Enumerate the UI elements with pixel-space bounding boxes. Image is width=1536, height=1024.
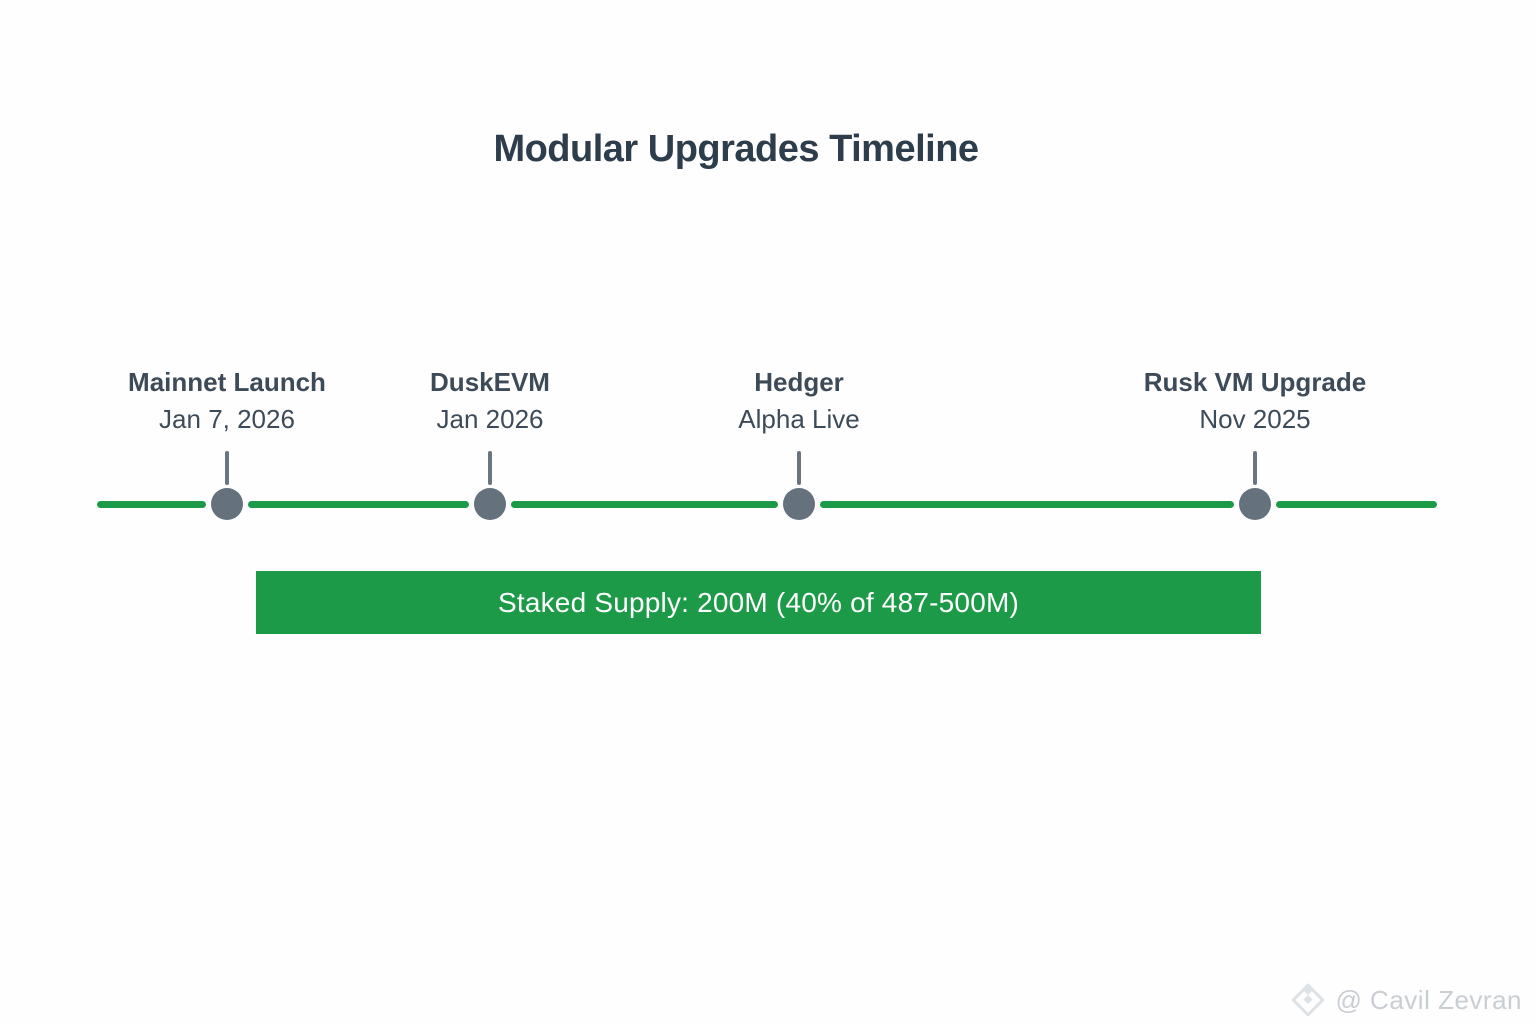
milestone-date: Nov 2025 <box>1199 404 1311 434</box>
milestone-title: DuskEVM <box>430 367 550 397</box>
timeline-line-segment <box>97 501 206 508</box>
milestone-date: Alpha Live <box>738 404 860 434</box>
timeline-line-segment <box>1276 501 1437 508</box>
milestone-dot <box>474 488 506 520</box>
milestone-title: Mainnet Launch <box>128 367 326 397</box>
milestone-dot <box>1239 488 1271 520</box>
milestone-label: DuskEVM Jan 2026 <box>330 364 650 438</box>
milestone-label: Mainnet Launch Jan 7, 2026 <box>67 364 387 438</box>
milestone-date: Jan 7, 2026 <box>159 404 295 434</box>
milestone-dot <box>783 488 815 520</box>
staked-supply-banner: Staked Supply: 200M (40% of 487-500M) <box>256 571 1261 634</box>
milestone-tick <box>488 451 492 485</box>
milestone-title: Hedger <box>754 367 844 397</box>
milestone-tick <box>225 451 229 485</box>
timeline-line-segment <box>820 501 1234 508</box>
milestone-label: Rusk VM Upgrade Nov 2025 <box>1095 364 1415 438</box>
staked-supply-text: Staked Supply: 200M (40% of 487-500M) <box>497 586 1020 618</box>
milestone-tick <box>797 451 801 485</box>
page-title: Modular Upgrades Timeline <box>493 128 979 170</box>
milestone-label: Hedger Alpha Live <box>639 364 959 438</box>
diamond-logo-icon <box>1289 981 1327 1019</box>
milestone-date: Jan 2026 <box>436 404 544 434</box>
milestone-dot <box>211 488 243 520</box>
watermark: @ Cavil Zevran <box>1289 980 1522 1020</box>
watermark-handle: @ Cavil Zevran <box>1335 984 1522 1015</box>
milestone-title: Rusk VM Upgrade <box>1143 367 1367 397</box>
timeline-line-segment <box>511 501 778 508</box>
milestone-tick <box>1253 451 1257 485</box>
timeline-line-segment <box>248 501 469 508</box>
